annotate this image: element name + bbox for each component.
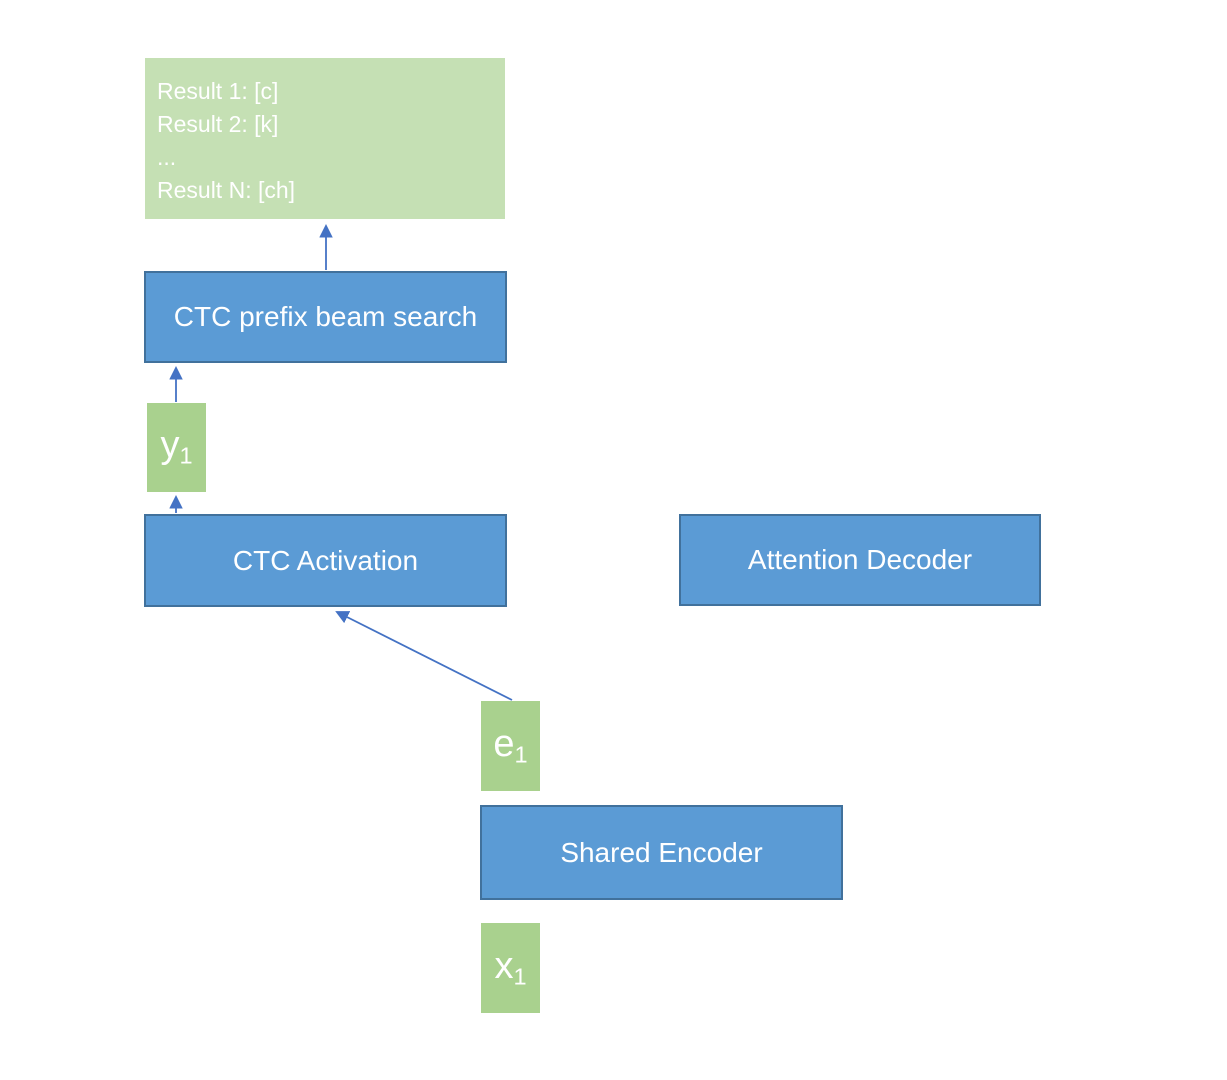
result-line-1: Result 1: [c] [157,78,279,104]
node-attention-decoder: Attention Decoder [679,514,1041,606]
node-x1: x1 [481,923,540,1013]
result-line-ellipsis: ... [157,144,177,170]
node-ctc-activation: CTC Activation [144,514,507,607]
node-ctc-prefix-beam-search: CTC prefix beam search [144,271,507,363]
node-e1: e1 [481,701,540,791]
node-y1: y1 [147,403,206,492]
node-label: CTC Activation [232,544,419,576]
node-label: Attention Decoder [747,544,973,575]
node-label: y1 [160,424,193,470]
node-shared-encoder: Shared Encoder [480,805,843,900]
result-line-n: Result N: [ch] [157,177,296,203]
node-label: x1 [494,944,527,990]
result-line-2: Result 2: [k] [157,111,279,137]
node-label: CTC prefix beam search [173,301,478,332]
node-label: Shared Encoder [560,836,763,868]
results-box: Result 1: [c] Result 2: [k] ... Result N… [145,58,505,219]
arrow-e1-to-activation [335,611,513,701]
node-label: e1 [493,722,528,768]
